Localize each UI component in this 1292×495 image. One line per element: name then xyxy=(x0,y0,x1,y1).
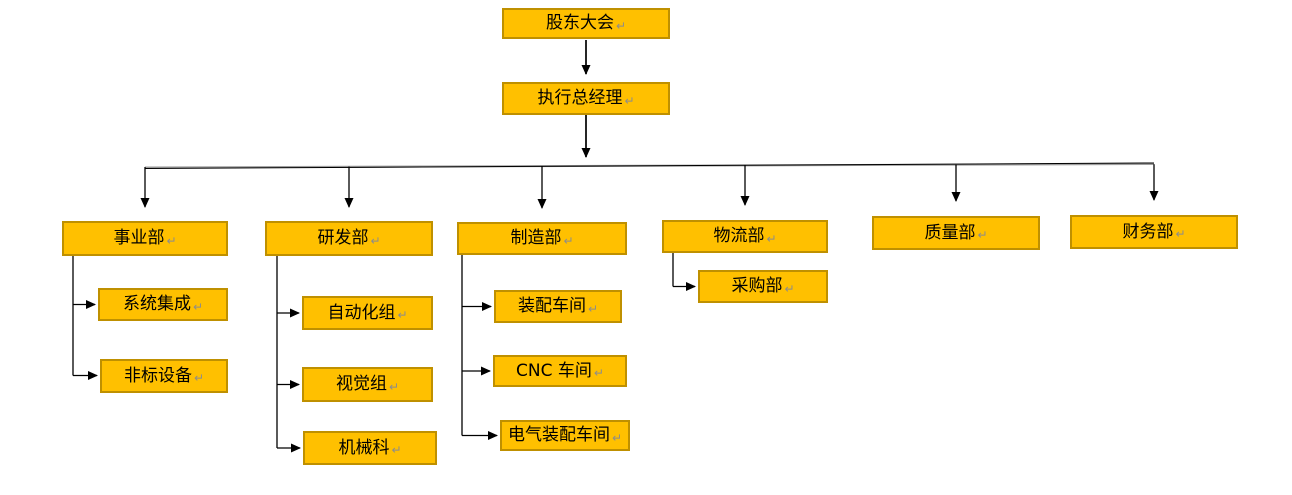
spine-line xyxy=(144,162,1155,169)
org-node-logistics[interactable]: 物流部↵ xyxy=(662,220,828,253)
org-node-label: 执行总经理 xyxy=(537,88,623,108)
org-node-business[interactable]: 事业部↵ xyxy=(62,221,228,256)
org-node-label: 物流部 xyxy=(713,226,765,246)
org-node-purchasing[interactable]: 采购部↵ xyxy=(698,270,828,303)
return-mark: ↵ xyxy=(193,371,205,385)
spine-line-gray xyxy=(144,163,1155,169)
return-mark: ↵ xyxy=(593,366,604,380)
org-node-vision[interactable]: 视觉组↵ xyxy=(302,367,433,402)
org-node-label: 采购部 xyxy=(731,276,783,296)
org-node-electrical-assembly-shop[interactable]: 电气装配车间↵ xyxy=(500,420,630,451)
return-mark: ↵ xyxy=(397,308,408,322)
org-node-assembly-shop[interactable]: 装配车间↵ xyxy=(494,290,622,323)
org-node-label: 股东大会 xyxy=(545,13,614,33)
org-node-mechanical[interactable]: 机械科↵ xyxy=(303,431,437,465)
return-mark: ↵ xyxy=(587,301,599,316)
return-mark: ↵ xyxy=(1175,227,1186,241)
org-node-label: 制造部 xyxy=(510,228,562,248)
org-node-nonstd-equipment[interactable]: 非标设备↵ xyxy=(100,359,228,393)
return-mark: ↵ xyxy=(388,379,400,394)
return-mark: ↵ xyxy=(784,281,795,296)
org-node-label: 事业部 xyxy=(113,228,165,248)
return-mark: ↵ xyxy=(766,231,777,246)
return-mark: ↵ xyxy=(615,18,627,33)
org-node-label: CNC 车间 xyxy=(516,360,592,381)
org-node-label: 质量部 xyxy=(924,222,976,243)
org-node-mfg[interactable]: 制造部↵ xyxy=(457,222,627,255)
org-node-label: 装配车间 xyxy=(517,296,586,316)
return-mark: ↵ xyxy=(370,233,381,248)
org-node-label: 研发部 xyxy=(317,228,369,248)
return-mark: ↵ xyxy=(624,93,635,108)
return-mark: ↵ xyxy=(563,233,574,248)
org-node-automation[interactable]: 自动化组↵ xyxy=(302,296,433,330)
org-node-label: 非标设备 xyxy=(123,365,192,386)
return-mark: ↵ xyxy=(391,443,402,457)
org-node-finance[interactable]: 财务部↵ xyxy=(1070,215,1238,249)
org-node-label: 电气装配车间 xyxy=(507,425,610,445)
org-node-shareholders[interactable]: 股东大会↵ xyxy=(502,8,670,39)
org-node-label: 视觉组 xyxy=(335,374,387,394)
org-node-label: 财务部 xyxy=(1122,221,1174,242)
org-node-sys-integration[interactable]: 系统集成↵ xyxy=(98,288,228,321)
org-node-label: 机械科 xyxy=(338,437,390,458)
org-node-label: 自动化组 xyxy=(327,302,396,323)
org-node-rnd[interactable]: 研发部↵ xyxy=(265,221,433,256)
return-mark: ↵ xyxy=(192,299,204,314)
return-mark: ↵ xyxy=(977,228,988,242)
org-node-quality[interactable]: 质量部↵ xyxy=(872,216,1040,250)
org-node-cnc-shop[interactable]: CNC 车间↵ xyxy=(493,355,627,387)
org-node-label: 系统集成 xyxy=(122,294,191,314)
return-mark: ↵ xyxy=(166,233,177,248)
return-mark: ↵ xyxy=(611,430,623,445)
org-node-gm[interactable]: 执行总经理↵ xyxy=(502,82,670,115)
